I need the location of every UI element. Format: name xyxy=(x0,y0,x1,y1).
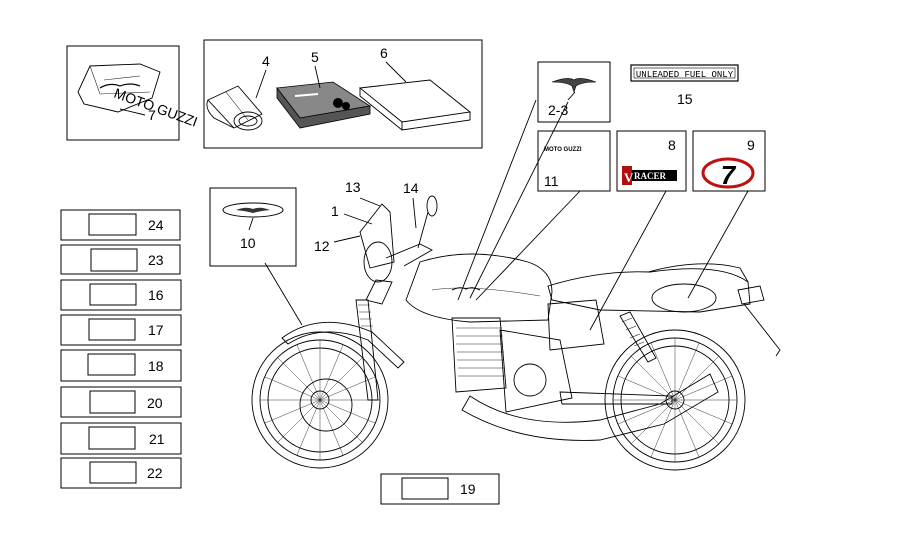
racer-logo-icon: V RACER xyxy=(622,166,677,185)
callout-11: 11 xyxy=(544,173,559,189)
motorcycle-illustration xyxy=(251,195,781,471)
side-label-number: 21 xyxy=(149,431,165,447)
callout-4: 4 xyxy=(262,53,270,69)
oval-eagle-badge-icon xyxy=(222,202,284,218)
callout-12: 12 xyxy=(314,238,330,254)
side-label-row: 24 xyxy=(60,209,181,241)
callout-13: 13 xyxy=(345,179,361,195)
bottom-label-number: 19 xyxy=(460,481,476,497)
side-label-row: 18 xyxy=(60,349,182,382)
callout-5: 5 xyxy=(311,49,319,65)
side-label-row: 20 xyxy=(60,386,182,418)
number-plate-icon: 7 xyxy=(701,157,755,190)
panel-toolkit: 4 5 6 xyxy=(203,39,483,149)
eagle-decal-icon xyxy=(551,78,597,93)
front-wheel-spokes xyxy=(260,340,380,460)
side-label-number: 20 xyxy=(147,395,163,411)
side-label-number: 16 xyxy=(148,287,164,303)
side-label-number: 23 xyxy=(148,252,164,268)
side-label-number: 22 xyxy=(147,465,163,481)
callout-6: 6 xyxy=(380,45,388,61)
panel-brand-decal: MOTO GUZZI 11 xyxy=(537,130,611,192)
fuel-label-text: UNLEADED FUEL ONLY xyxy=(636,70,734,80)
racer-word-text: RACER xyxy=(634,171,667,181)
leader-lines xyxy=(264,99,749,331)
callout-2-3: 2-3 xyxy=(548,102,568,118)
brand-decal-text: MOTO GUZZI xyxy=(544,147,582,153)
tool-pouch-icon xyxy=(206,85,263,131)
rear-wheel-spokes xyxy=(613,338,737,462)
panel-owner-sleeve: MOTO GUZZI 7 xyxy=(66,45,200,141)
side-label-column: 24 23 16 17 18 20 21 xyxy=(60,209,182,489)
side-label-row: 22 xyxy=(60,457,182,489)
side-label-row: 21 xyxy=(60,422,182,455)
number-seven-text: 7 xyxy=(721,160,737,190)
callout-15: 15 xyxy=(677,91,693,107)
side-label-row: 23 xyxy=(60,244,181,275)
panel-fuel-label: UNLEADED FUEL ONLY 15 xyxy=(630,64,739,107)
racer-v-text: V xyxy=(624,170,634,185)
tank-eagle-badge-icon xyxy=(451,287,481,291)
callout-8: 8 xyxy=(668,137,676,153)
panel-fender-badge: 10 xyxy=(209,187,297,267)
side-label-number: 18 xyxy=(148,358,164,374)
callout-14: 14 xyxy=(403,180,419,196)
panel-racer-decal: 8 V RACER xyxy=(616,130,687,192)
manual-pack-icon xyxy=(276,81,372,129)
side-label-row: 17 xyxy=(60,314,182,346)
side-label-row: 16 xyxy=(60,279,182,311)
bottom-label-row: 19 xyxy=(380,473,500,505)
panel-number-decal: 9 7 xyxy=(692,130,766,192)
callout-10: 10 xyxy=(240,235,256,251)
side-label-number: 17 xyxy=(148,322,164,338)
sleeve-eagle-logo-icon xyxy=(99,83,141,89)
callout-9: 9 xyxy=(747,137,755,153)
panel-eagle-decal: 2-3 xyxy=(537,61,611,123)
callout-1: 1 xyxy=(331,203,339,219)
owner-book-icon xyxy=(358,79,472,131)
side-label-number: 24 xyxy=(148,217,164,233)
callout-7: 7 xyxy=(148,107,156,123)
